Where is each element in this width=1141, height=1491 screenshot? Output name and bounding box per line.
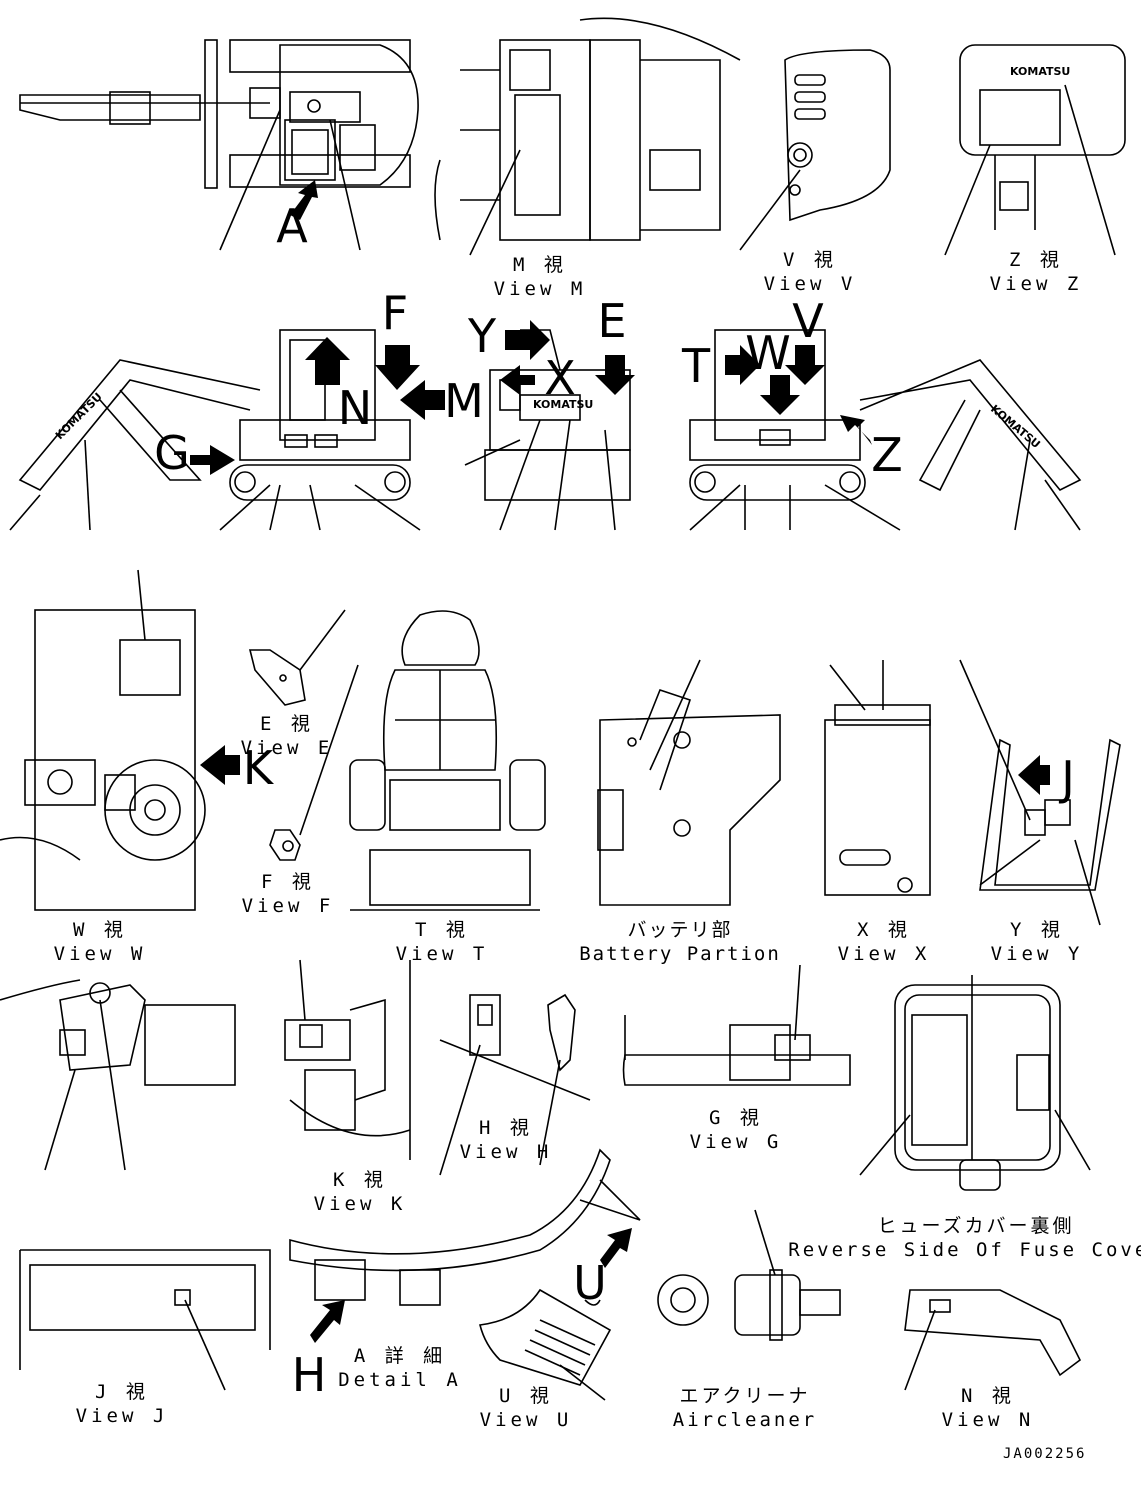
top-view-machine [19,39,419,251]
brand-mark-center: KOMATSU [533,398,593,411]
brand-mark-left: KOMATSU [53,390,105,442]
detail-a-drawing [289,1148,641,1306]
view-g-drawing [622,964,851,1086]
letter-A: A [276,199,308,253]
side-view-left [9,329,421,531]
view-n-drawing [904,1289,1082,1391]
letter-Y: Y [467,309,497,363]
view-k-drawing [284,959,411,1160]
view-h-drawing [439,993,591,1176]
view-z-drawing [944,44,1126,256]
fuse-cover-drawing [859,975,1091,1191]
letter-H: H [291,1348,327,1402]
brand-mark-z: KOMATSU [1010,65,1070,78]
u-hook [584,1299,601,1306]
letter-X: X [544,351,576,405]
arrow-H [310,1300,345,1343]
letter-Z: Z [871,428,903,482]
drawing-code: JA002256 [1003,1446,1087,1462]
letter-G: G [154,426,190,480]
arrow-A [290,180,318,220]
letter-E: E [597,294,627,348]
view-e-drawing [248,609,346,706]
battery-drawing [597,659,781,906]
view-f-drawing [269,664,359,861]
arrow-U [600,1228,632,1268]
letter-F: F [381,286,409,340]
letter-V: V [792,294,824,348]
view-y-drawing [959,659,1121,926]
letter-N: N [337,381,373,435]
aircleaner-drawing [657,1209,841,1341]
view-j-drawing [19,1249,271,1391]
letter-K: K [242,741,274,795]
letter-U: U [573,1256,607,1310]
letter-W: W [745,326,791,380]
arrow-J [1018,755,1050,795]
view-m-drawing [434,17,741,256]
direction-arrows [190,320,872,475]
view-v-drawing [739,49,891,251]
view-t-drawing [349,610,546,911]
row4-left-drawing [0,979,236,1171]
view-u-drawing [479,1288,612,1401]
view-x-drawing [824,660,931,896]
letter-M: M [444,374,484,428]
side-view-right [689,329,1082,531]
brand-mark-right: KOMATSU [988,402,1043,451]
arrow-K [200,745,240,785]
letter-T: T [681,339,711,393]
letter-J: J [1061,751,1075,805]
view-w-drawing [0,569,206,911]
